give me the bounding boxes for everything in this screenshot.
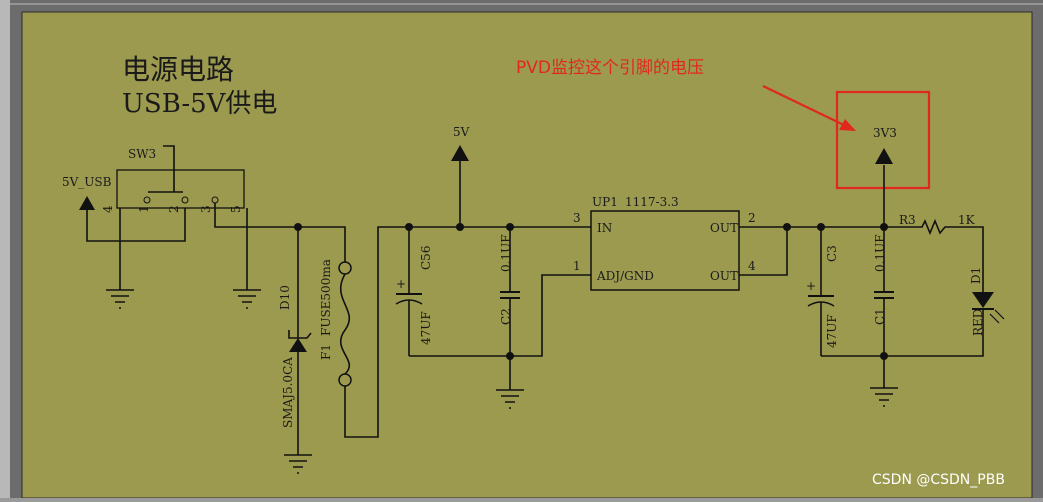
tvs-diode-icon	[289, 338, 307, 352]
annotation-arrow-line	[762, 85, 847, 127]
r3-ref: R3	[899, 213, 916, 227]
usb-power-label: 5V_USB	[62, 175, 112, 189]
sw3-ref: SW3	[128, 147, 156, 161]
d1-value: RED	[971, 309, 985, 336]
regulator-pin-num-in: 3	[573, 211, 581, 225]
ground-icon	[284, 454, 312, 474]
sw3-pin-1: 1	[137, 205, 151, 213]
ground-icon	[870, 387, 898, 407]
regulator-pin-num-out1: 2	[748, 211, 756, 225]
left-scrollbar[interactable]	[0, 0, 10, 498]
switch-out-wire	[214, 203, 346, 262]
usb-power-arrow-icon	[79, 196, 95, 210]
highlight-box	[835, 90, 931, 190]
v33-label: 3V3	[873, 126, 897, 140]
c1-ref: C1	[873, 308, 887, 325]
c2-ref: C2	[499, 308, 513, 325]
regulator-body	[590, 210, 740, 291]
sw3-body	[116, 169, 245, 209]
led-ray2	[994, 309, 1005, 320]
ground-icon	[106, 289, 134, 309]
sw3-pin-4: 4	[101, 205, 115, 213]
d1-ref: D1	[969, 267, 983, 284]
fuse-ref: F1	[319, 344, 333, 360]
d10-value: SMAJ5.0CA	[281, 357, 295, 428]
led-ray1	[989, 313, 1000, 324]
regulator-pin-out2: OUT	[710, 269, 738, 283]
usb-wire	[86, 208, 186, 242]
c3-ref: C3	[825, 245, 839, 262]
regulator-ref: UP1	[592, 195, 618, 209]
sw3-pin-3: 3	[199, 205, 213, 213]
gnd-bus-right	[821, 336, 984, 357]
out2-wire	[739, 227, 788, 276]
regulator-pin-num-out2: 4	[748, 259, 756, 273]
junction-dot	[783, 223, 791, 231]
annotation-text: PVD监控这个引脚的电压	[516, 58, 704, 78]
regulator-value: 1117-3.3	[625, 195, 679, 209]
junction-dot	[880, 352, 888, 360]
sw3-pin-5: 5	[229, 205, 243, 213]
regulator-pin-adj: ADJ/GND	[596, 269, 654, 283]
sw3-pin2	[181, 196, 189, 204]
v5-label: 5V	[453, 125, 470, 139]
sw3-actuator	[163, 145, 175, 192]
sw3-pin-2: 2	[167, 205, 181, 213]
v5-power-arrow-icon	[451, 145, 469, 161]
c3-plus: +	[806, 279, 816, 293]
junction-dot	[456, 223, 464, 231]
ground-icon	[496, 389, 524, 409]
title-line1: 电源电路	[122, 53, 234, 86]
regulator-pin-num-adj: 1	[573, 259, 581, 273]
regulator-pin-out1: OUT	[710, 221, 738, 235]
v33-power-arrow-icon	[875, 148, 893, 164]
r3-value: 1K	[958, 213, 976, 227]
c1-value: 0.1UF	[873, 234, 887, 272]
led-diode-icon	[972, 292, 994, 308]
c56-value: 47UF	[419, 311, 433, 345]
d10-ref: D10	[278, 285, 292, 310]
c56-plus: +	[396, 277, 406, 291]
r3-resistor-icon	[884, 218, 984, 292]
watermark: CSDN @CSDN_PBB	[872, 472, 1005, 488]
c2-value: 0.1UF	[499, 234, 513, 272]
title-line2: USB-5V供电	[122, 89, 277, 119]
c3-value: 47UF	[825, 314, 839, 348]
regulator-pin-in: IN	[597, 221, 612, 235]
gnd-bus-left	[409, 274, 591, 357]
annotation-arrow-head	[839, 119, 856, 131]
fuse-value: FUSE500ma	[319, 259, 333, 336]
fuse-icon	[339, 273, 351, 375]
c56-ref: C56	[419, 246, 433, 270]
ground-icon	[233, 289, 261, 309]
sw3-pin1	[143, 196, 151, 204]
junction-dot	[506, 352, 514, 360]
